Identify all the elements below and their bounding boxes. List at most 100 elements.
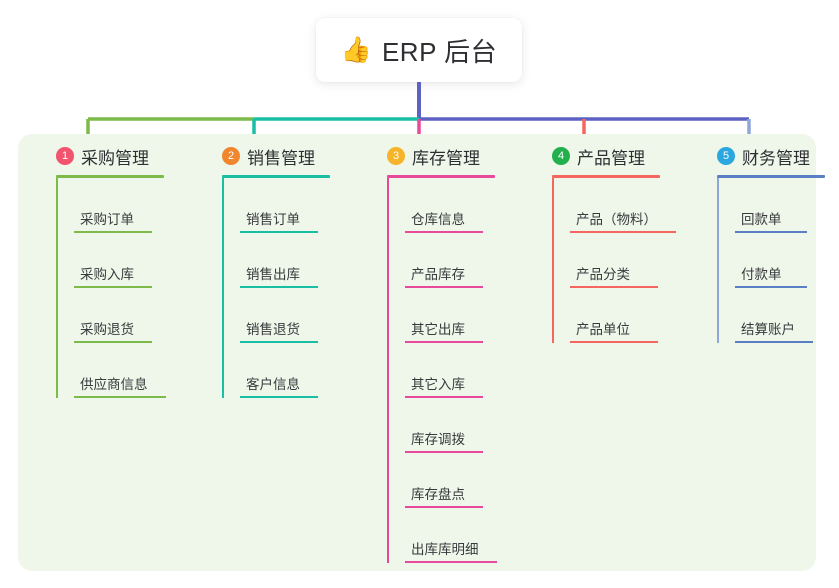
column-badge-5: 5 [717, 147, 735, 165]
menu-item[interactable]: 客户信息 [222, 343, 330, 398]
menu-item-rule [570, 341, 658, 343]
menu-item-label: 产品（物料） [576, 212, 657, 227]
column-spine-4 [552, 178, 554, 343]
menu-item[interactable]: 产品库存 [387, 233, 495, 288]
menu-item-label: 供应商信息 [80, 377, 148, 392]
menu-item-rule [405, 396, 483, 398]
menu-item-label: 回款单 [741, 212, 782, 227]
column-rule-1 [56, 175, 164, 178]
menu-item-rule [240, 396, 318, 398]
menu-item[interactable]: 其它出库 [387, 288, 495, 343]
menu-item-label: 结算账户 [741, 322, 795, 337]
column-4: 4 产品管理产品（物料） 产品分类产品单位 [534, 142, 676, 343]
root-node-title: ERP 后台 [381, 36, 498, 67]
menu-item-rule [405, 286, 483, 288]
column-items-5: 回款单付款单结算账户 [699, 178, 825, 343]
menu-item[interactable]: 采购入库 [56, 233, 164, 288]
menu-item[interactable]: 付款单 [717, 233, 825, 288]
menu-item-label: 销售出库 [246, 267, 300, 282]
menu-item[interactable]: 销售退货 [222, 288, 330, 343]
menu-item-rule [240, 231, 318, 233]
menu-item-label: 产品分类 [576, 267, 630, 282]
menu-item-rule [240, 341, 318, 343]
menu-item-rule [735, 341, 813, 343]
menu-item-label: 出库库明细 [411, 542, 479, 557]
menu-item-rule [570, 286, 658, 288]
column-rule-5 [717, 175, 825, 178]
menu-item[interactable]: 结算账户 [717, 288, 825, 343]
menu-item-label: 销售退货 [246, 322, 300, 337]
column-spine-3 [387, 178, 389, 563]
menu-item-label: 库存调拨 [411, 432, 465, 447]
menu-item-rule [405, 341, 483, 343]
menu-item-rule [74, 231, 152, 233]
column-header-4[interactable]: 4 产品管理 [534, 142, 660, 170]
column-badge-4: 4 [552, 147, 570, 165]
menu-item[interactable]: 供应商信息 [56, 343, 166, 398]
menu-item[interactable]: 其它入库 [387, 343, 495, 398]
column-header-1[interactable]: 1 采购管理 [38, 142, 164, 170]
column-header-5[interactable]: 5 财务管理 [699, 142, 825, 170]
column-items-1: 采购订单采购入库采购退货供应商信息 [38, 178, 166, 398]
column-badge-1: 1 [56, 147, 74, 165]
menu-item[interactable]: 回款单 [717, 178, 825, 233]
column-title-1: 采购管理 [81, 148, 149, 168]
column-2: 2 销售管理销售订单销售出库销售退货客户信息 [204, 142, 330, 398]
menu-item[interactable]: 产品（物料） [552, 178, 676, 233]
menu-item-label: 采购退货 [80, 322, 134, 337]
column-badge-3: 3 [387, 147, 405, 165]
column-items-2: 销售订单销售出库销售退货客户信息 [204, 178, 330, 398]
menu-item-rule [735, 231, 807, 233]
menu-item-label: 产品库存 [411, 267, 465, 282]
column-items-3: 仓库信息产品库存其它出库其它入库库存调拨库存盘点出库库明细 [369, 178, 497, 563]
menu-item[interactable]: 产品分类 [552, 233, 660, 288]
column-3: 3 库存管理仓库信息产品库存其它出库其它入库库存调拨库存盘点出库库明细 [369, 142, 497, 563]
menu-item[interactable]: 库存盘点 [387, 453, 495, 508]
menu-item[interactable]: 产品单位 [552, 288, 660, 343]
diagram-panel [18, 134, 816, 571]
menu-item-label: 采购订单 [80, 212, 134, 227]
column-title-4: 产品管理 [577, 148, 645, 168]
menu-item-label: 付款单 [741, 267, 782, 282]
menu-item-rule [405, 451, 483, 453]
menu-item-label: 采购入库 [80, 267, 134, 282]
menu-item-rule [240, 286, 318, 288]
column-spine-1 [56, 178, 58, 398]
menu-item-label: 仓库信息 [411, 212, 465, 227]
column-title-5: 财务管理 [742, 148, 810, 168]
column-header-2[interactable]: 2 销售管理 [204, 142, 330, 170]
column-spine-5 [717, 178, 719, 343]
column-title-2: 销售管理 [247, 148, 315, 168]
column-title-3: 库存管理 [412, 148, 480, 168]
menu-item-rule [74, 341, 152, 343]
column-header-3[interactable]: 3 库存管理 [369, 142, 495, 170]
column-rule-3 [387, 175, 495, 178]
column-rule-4 [552, 175, 660, 178]
column-5: 5 财务管理回款单付款单结算账户 [699, 142, 825, 343]
menu-item-rule [570, 231, 676, 233]
menu-item[interactable]: 采购订单 [56, 178, 164, 233]
menu-item-label: 产品单位 [576, 322, 630, 337]
menu-item-label: 其它出库 [411, 322, 465, 337]
menu-item-rule [405, 231, 483, 233]
menu-item-rule [405, 506, 483, 508]
menu-item[interactable]: 库存调拨 [387, 398, 495, 453]
root-node-card[interactable]: 👍 ERP 后台 [316, 18, 522, 82]
column-1: 1 采购管理采购订单采购入库采购退货供应商信息 [38, 142, 166, 398]
menu-item-rule [74, 286, 152, 288]
menu-item-label: 销售订单 [246, 212, 300, 227]
menu-item[interactable]: 采购退货 [56, 288, 164, 343]
menu-item[interactable]: 仓库信息 [387, 178, 495, 233]
menu-item-rule [735, 286, 807, 288]
column-items-4: 产品（物料） 产品分类产品单位 [534, 178, 676, 343]
menu-item-label: 客户信息 [246, 377, 300, 392]
menu-item-rule [74, 396, 166, 398]
menu-item[interactable]: 销售订单 [222, 178, 330, 233]
menu-item-rule [405, 561, 497, 563]
column-spine-2 [222, 178, 224, 398]
menu-item[interactable]: 出库库明细 [387, 508, 497, 563]
thumbs-up-icon: 👍 [340, 35, 372, 64]
menu-item-label: 库存盘点 [411, 487, 465, 502]
column-badge-2: 2 [222, 147, 240, 165]
menu-item[interactable]: 销售出库 [222, 233, 330, 288]
